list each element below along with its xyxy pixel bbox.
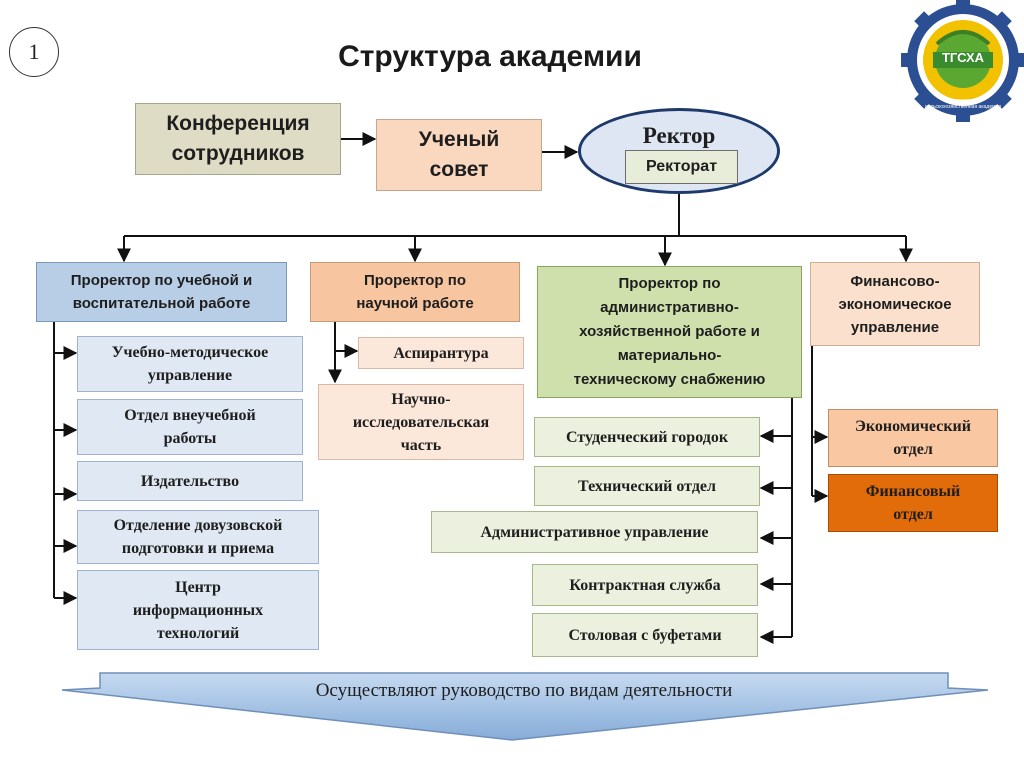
education-unit: Центр информационных технологий <box>77 570 319 650</box>
admin-unit: Технический отдел <box>534 466 760 506</box>
science-unit: Аспирантура <box>358 337 524 369</box>
prorector-admin-box: Проректор по административно- хозяйствен… <box>537 266 802 398</box>
finance-management-box: Финансово- экономическое управление <box>810 262 980 346</box>
page-title: Структура академии <box>338 40 642 73</box>
admin-unit: Административное управление <box>431 511 758 553</box>
academy-seal-icon <box>901 0 1024 122</box>
education-unit: Издательство <box>77 461 303 501</box>
rector-label: Ректор <box>642 123 716 148</box>
admin-unit: Студенческий городок <box>534 417 760 457</box>
science-unit: Научно- исследовательская часть <box>318 384 524 460</box>
logo-arc-text: государственная сельскохозяйственная ака… <box>924 98 1002 110</box>
slide-number: 1 <box>9 27 59 77</box>
banner-text: Осуществляют руководство по видам деятел… <box>315 680 733 701</box>
rectorat-box: Ректорат <box>625 150 738 184</box>
logo-text: ТГСХА <box>941 50 985 65</box>
admin-unit: Столовая с буфетами <box>532 613 758 657</box>
banner-arrow <box>61 672 989 741</box>
admin-unit: Контрактная служба <box>532 564 758 606</box>
